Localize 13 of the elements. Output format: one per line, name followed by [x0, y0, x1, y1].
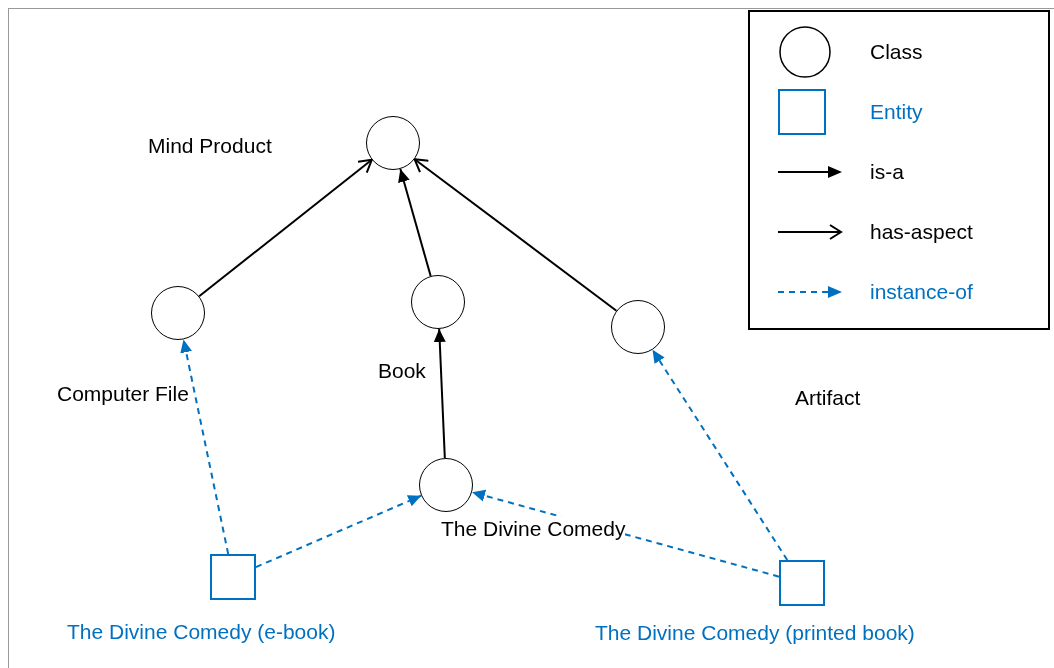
arrow — [398, 168, 432, 277]
legend-label: is-a — [870, 159, 904, 186]
arrow — [413, 158, 618, 312]
arrow — [180, 338, 230, 555]
arrow — [433, 327, 446, 460]
legend-label: has-aspect — [870, 219, 973, 246]
legend-label: Entity — [870, 99, 923, 126]
arrow — [651, 348, 789, 561]
legend-label: instance-of — [870, 279, 973, 306]
node-label: The Divine Comedy — [441, 516, 626, 542]
arrow — [198, 158, 373, 298]
arrow — [255, 494, 423, 569]
legend-label: Class — [870, 39, 923, 66]
